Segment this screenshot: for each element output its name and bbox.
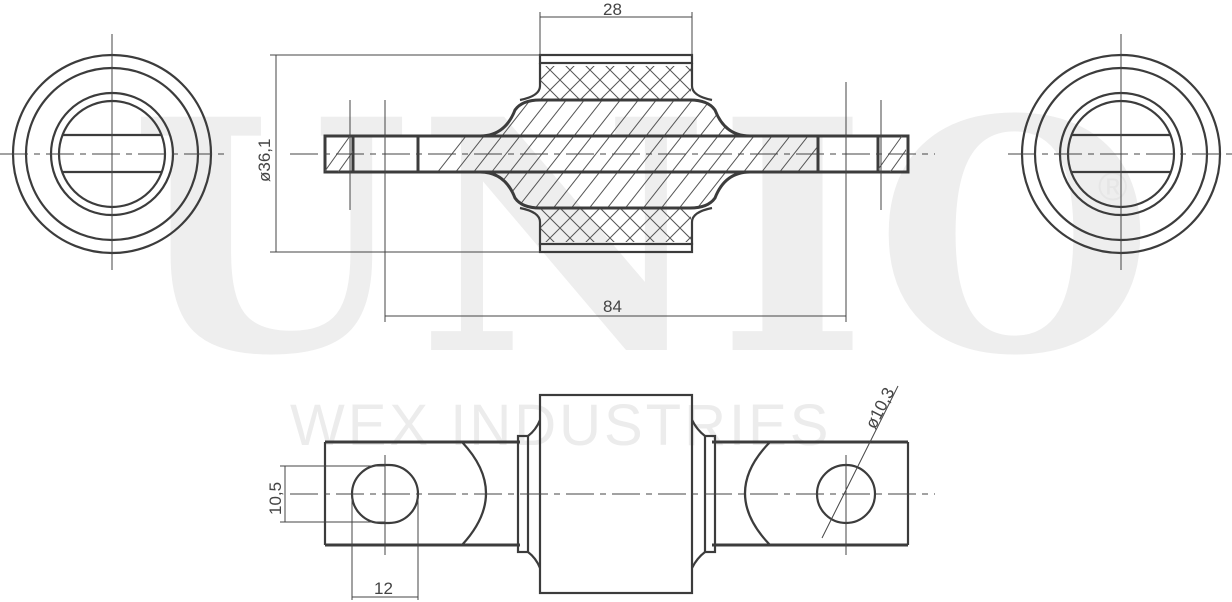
watermark: UNIO ® WEX INDUSTRIES (130, 51, 1162, 458)
dim-84: 84 (603, 297, 622, 316)
dimension-slot-height: 10,5 (266, 465, 385, 523)
dim-diameter-36: ø36,1 (255, 139, 274, 182)
dim-12: 12 (374, 579, 393, 598)
dim-10-5: 10,5 (266, 482, 285, 515)
dimension-slot-width: 12 (351, 494, 419, 600)
dimension-hole-spacing: 84 (384, 82, 847, 322)
dim-28: 28 (603, 0, 622, 19)
dimension-outer-diameter: ø36,1 (255, 54, 540, 253)
left-end-view (0, 34, 225, 270)
dimension-sleeve-length: 28 (539, 0, 693, 55)
right-end-view (1008, 34, 1232, 270)
watermark-company: WEX INDUSTRIES (290, 393, 832, 458)
watermark-brand: UNIO (130, 51, 1162, 426)
